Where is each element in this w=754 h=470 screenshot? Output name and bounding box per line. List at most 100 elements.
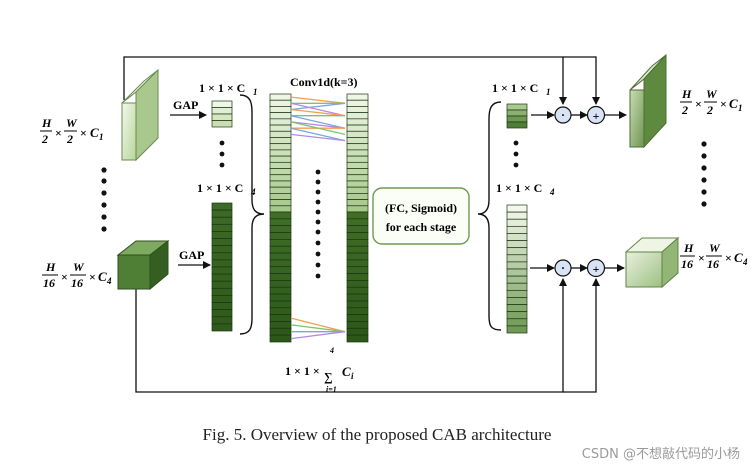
pooled-stripe [211,323,233,332]
svg-text:4: 4 [742,257,748,267]
pooled-stripe [211,309,233,318]
svg-text:H: H [41,116,52,130]
conv-stripe [346,180,369,188]
svg-text:1 × 1 × C: 1 × 1 × C [197,181,243,195]
watermark: CSDN @不想敲代码的小杨 [581,447,740,462]
concat-stripe [269,168,292,176]
svg-text:H: H [683,241,694,255]
pooled-stripe [211,202,233,211]
svg-text:∑: ∑ [324,370,333,384]
svg-text:1: 1 [99,132,104,142]
conv-arrow [290,317,346,333]
conv-stripe [346,232,369,240]
svg-text:×: × [725,251,732,265]
pooled-stripe [211,280,233,289]
multiply-circle-icon-bottom: · [554,259,572,277]
attention-stripe [506,304,528,313]
pooled-stripe [211,302,233,311]
conv-stripe [346,327,369,336]
conv-stripe [346,205,369,213]
conv-stripe [346,174,369,182]
input-dims-top: H 2 × W 2 × C 1 [40,116,104,146]
conv-arrow [290,331,346,340]
pooled-stripe [211,231,233,239]
concat-stripe [269,239,292,247]
concat-stripe [269,334,292,343]
svg-text:(FC, Sigmoid): (FC, Sigmoid) [385,201,457,215]
pooled-stripe [211,216,233,225]
dim-label-c4-right: 1 × 1 × C 4 [496,181,555,197]
conv-stripe [346,334,369,343]
conv-stripe [346,106,369,113]
conv-stripe [346,168,369,176]
attention-stripe [506,275,528,284]
pooled-stripe [211,113,233,121]
svg-text:+: + [593,262,600,276]
svg-text:GAP: GAP [179,248,204,262]
conv1d-arrows [290,96,346,340]
svg-text:C: C [342,364,351,379]
concat-stripe [269,137,292,145]
concat-stripe [269,211,292,220]
ellipsis-dots-att [513,140,519,168]
conv-stripe [346,307,369,315]
svg-text:GAP: GAP [173,98,198,112]
pooled-stripe [211,266,233,275]
input-feature-map-top [121,68,159,162]
svg-text:+: + [593,109,600,123]
fc-sigmoid-box: (FC, Sigmoid) for each stage [372,187,470,245]
conv-stripe [346,280,369,288]
attention-stripe [506,240,528,249]
concat-stripe [269,327,292,336]
sum-dim-label: 1 × 1 × 4 ∑ i=1 C i [285,346,354,394]
conv-stripe [346,130,369,138]
svg-text:1 × 1 × C: 1 × 1 × C [492,81,538,95]
concat-stripe [269,232,292,240]
svg-text:W: W [73,260,85,274]
pooled-stripe [211,107,233,115]
svg-text:1: 1 [738,103,743,113]
concat-stripe [269,314,292,322]
svg-text:1: 1 [253,87,258,97]
conv1d-label: Conv1d(k=3) [290,75,358,89]
conv-arrow [290,102,346,111]
concat-stripe [269,124,292,132]
figure-caption: Fig. 5. Overview of the proposed CAB arc… [202,425,552,444]
conv-stripe [346,273,369,281]
dim-label-c1-left: 1 × 1 × C 1 [199,81,258,97]
svg-text:i=1: i=1 [326,385,337,394]
conv-stripe [346,245,369,254]
svg-text:1 × 1 × C: 1 × 1 × C [496,181,542,195]
concat-stripe [269,245,292,254]
svg-text:×: × [698,251,705,265]
ellipsis-dots-left [101,167,107,232]
concat-stripe [269,186,292,194]
svg-text:×: × [80,126,87,140]
svg-text:2: 2 [706,103,713,117]
conv-arrow [290,133,346,142]
attention-vector-c4 [506,204,528,334]
svg-text:4: 4 [250,187,256,197]
svg-text:1: 1 [546,87,551,97]
conv-stripe [346,124,369,132]
svg-text:W: W [66,116,78,130]
conv-stripe [346,314,369,322]
svg-text:2: 2 [681,103,688,117]
conv-stripe [346,239,369,247]
pooled-stripe [211,295,233,303]
concat-stripe [269,280,292,288]
multiply-circle-icon: · [554,106,572,124]
conv-arrow [290,102,346,117]
svg-text:4: 4 [549,187,555,197]
svg-text:·: · [561,261,565,275]
svg-text:1 × 1 ×: 1 × 1 × [285,364,320,378]
svg-text:for each stage: for each stage [386,220,457,234]
add-circle-icon: + [586,105,606,125]
conv-stripe [346,199,369,207]
attention-stripe [506,297,528,305]
conv-stripe [346,266,369,274]
conv-stripe [346,252,369,261]
conv-stripe [346,143,369,151]
concat-stripe [269,149,292,157]
